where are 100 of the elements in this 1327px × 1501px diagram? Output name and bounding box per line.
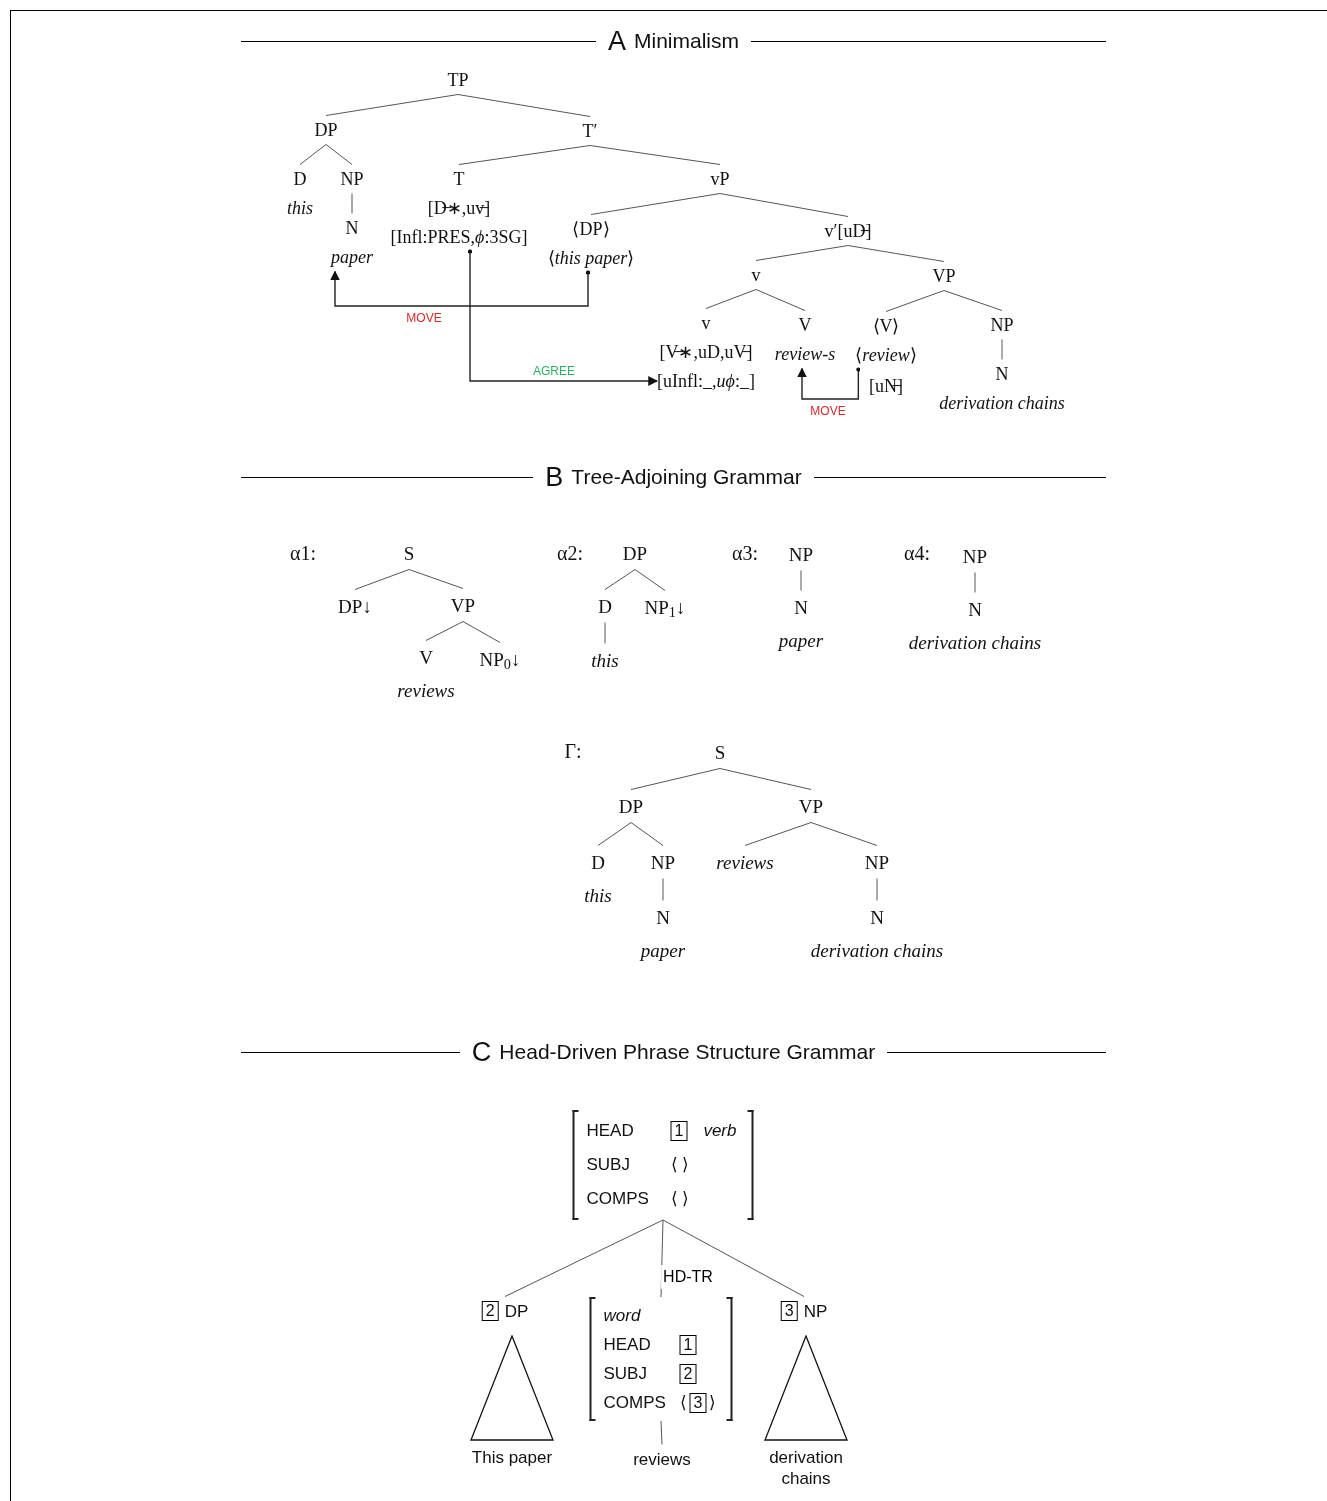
leaf-word: reviews [716,845,774,879]
category-label: v [701,311,711,335]
tree-branch [755,245,849,261]
category-label: S [714,735,726,769]
trace-phrase: ⟨this paper⟩ [547,246,635,270]
coindex-tag: 2 [679,1363,697,1384]
feature-value: ⟨ ⟩ [670,1188,690,1211]
leaf-word: paper [640,938,686,963]
tree-branch [810,822,878,846]
category-label: NP$_{1}$↓ [644,590,686,624]
category-label: vP [710,164,730,194]
leaf-word: paper [778,628,824,653]
section-title: Tree-Adjoining Grammar [571,464,802,490]
subtree-triangle [764,1335,848,1441]
category-label: DP [618,789,644,823]
category-label: N [995,362,1009,386]
leaf-word: this [287,196,313,220]
tree-branch [408,569,464,589]
category-label: ⟨V⟩ [872,314,900,338]
section-title: Minimalism [634,28,739,54]
tree-branch [847,245,945,262]
tree-name: Γ: [564,739,582,764]
feature-bundle: [uN̶] [869,375,903,398]
tree-branch [325,144,353,165]
category-label: D [598,589,612,623]
category-label: N [870,905,884,930]
tree-branch [597,822,632,846]
tree-branch [630,768,721,790]
tree-branch [755,289,806,311]
coindex-tag: 1 [670,1121,688,1141]
category-label: T′ [582,116,598,146]
feature-name: COMPS [603,1391,667,1414]
category-label: DP↓ [338,589,372,623]
tree-branch [1001,339,1003,360]
tree-name: α3: [732,541,758,566]
coindex-tag: 1 [679,1334,697,1355]
feature-bundle: derivation chains [768,1447,844,1489]
tree-branch [660,1420,663,1445]
leaf-word: review-s [774,342,836,366]
feature-name: HEAD [603,1333,652,1356]
tree-branch [425,621,464,641]
category-label: NP [962,539,988,573]
category-label: VP [450,588,476,622]
leaf-word: derivation chains [939,391,1065,415]
feature-value: ⟩ [709,1391,717,1414]
feature-bundle: [D̶∗,uv̶] [427,196,491,220]
category-label: ⟨DP⟩ [572,217,610,241]
feature-name: SUBJ [603,1362,648,1385]
category-label: NP [803,1300,828,1323]
category-label: N [968,597,982,622]
category-label: D [293,167,307,191]
section-title: Head-Driven Phrase Structure Grammar [499,1039,876,1065]
category-label: V [798,313,812,337]
tree-branch [604,622,606,644]
tree-branch [974,572,976,593]
feature-value: verb [703,1120,737,1143]
feature-value: ⟨ ⟩ [670,1154,690,1177]
category-label: NP [990,310,1014,340]
tree-branch [299,144,327,165]
feature-name: HEAD [586,1120,635,1143]
category-label: S [403,536,415,570]
section-letter: C [471,1037,492,1067]
trace-word: ⟨review⟩ [855,343,917,367]
category-label: VP [932,261,956,291]
tree-branch [457,94,591,117]
leaf-word: this [584,883,612,908]
coindex-tag: 3 [689,1392,707,1413]
category-label: DP [504,1300,529,1323]
tree-branch [885,290,945,312]
tree-branch [351,193,353,214]
feature-bundle: [V̶∗,uD,uV̶] [659,340,753,364]
tree-branch [589,145,721,165]
category-label: v [751,260,761,290]
category-label: NP [340,164,364,194]
category-label: DP [314,115,338,145]
tree-branch [744,822,812,846]
category-label: D [591,850,605,875]
tree-branch [719,193,849,217]
tree-branch [662,1219,805,1297]
leaf-word: this [591,643,619,677]
tree-branch [325,94,459,116]
feature-bundle: [Infl:PRES,ϕ:3SG] [390,225,528,249]
tree-name: α1: [290,541,316,566]
edge-label: HD-TR [661,1265,715,1289]
category-label: NP [788,537,814,571]
feature-matrix [572,1110,754,1220]
category-label: NP$_{0}$↓ [479,642,521,676]
feature-matrix [589,1297,733,1421]
tree-branch [876,878,878,901]
tree-name: α2: [557,541,583,566]
tree-branch [590,193,721,215]
tree-branch [354,569,410,590]
tree-branch [630,822,664,846]
category-label: v′[uD̶] [824,216,872,246]
coindex-tag: 2 [481,1301,499,1321]
feature-value: ⟨ [679,1391,687,1414]
category-label: NP [650,845,676,879]
tree-branch [462,621,501,643]
leaf-word: derivation chains [810,938,944,963]
feature-bundle: This paper [470,1447,554,1468]
